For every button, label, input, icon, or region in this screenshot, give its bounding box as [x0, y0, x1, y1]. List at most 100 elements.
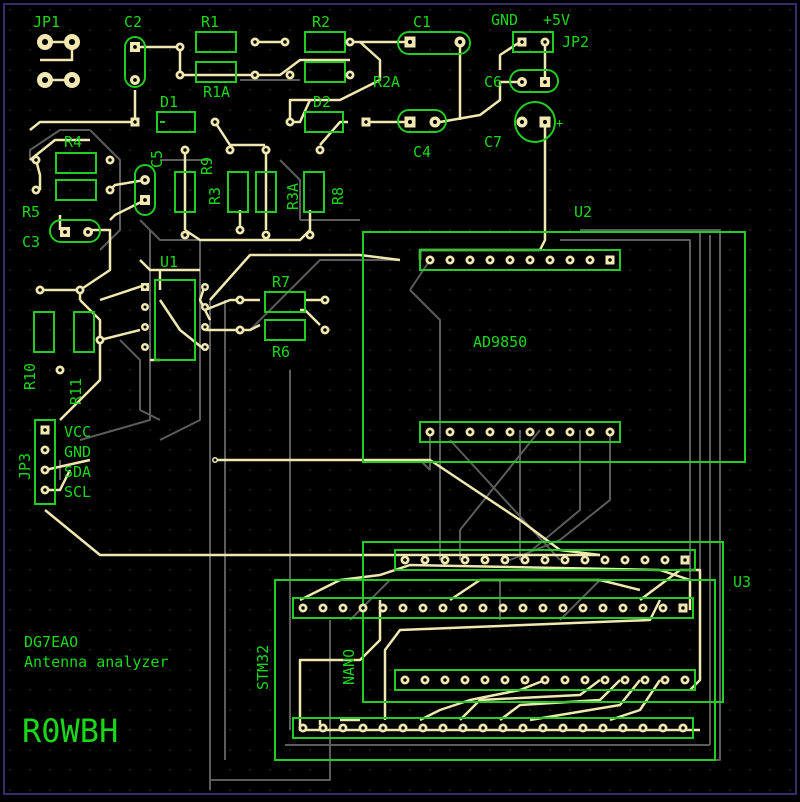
- pad-hole: [108, 158, 112, 162]
- pad-hole: [238, 228, 242, 232]
- pad-hole: [98, 338, 102, 342]
- pad-hole: [583, 558, 587, 562]
- pad-hole: [508, 258, 512, 262]
- pad-hole: [183, 148, 187, 152]
- pad-hole: [681, 726, 685, 730]
- pad-hole: [423, 558, 427, 562]
- pad-hole: [143, 198, 147, 202]
- r5-outline: [55, 179, 97, 201]
- pad-hole: [561, 726, 565, 730]
- pad-hole: [203, 305, 207, 309]
- pad-hole: [623, 678, 627, 682]
- pad-hole: [143, 325, 147, 329]
- pad-hole: [341, 726, 345, 730]
- r2-outline: [304, 31, 346, 53]
- pad-hole: [43, 488, 47, 492]
- c5-outline: [134, 164, 156, 216]
- c3-outline: [49, 219, 101, 243]
- label-r1a: R1A: [203, 83, 230, 101]
- stm32-header-bottom-outline: [292, 717, 694, 739]
- pad-hole: [641, 606, 645, 610]
- label-r6: R6: [272, 343, 290, 361]
- label-c6: C6: [484, 73, 502, 91]
- pad-hole: [407, 39, 413, 45]
- c6-outline: [509, 69, 559, 93]
- pad-hole: [58, 368, 62, 372]
- pad-hole: [521, 606, 525, 610]
- pad-hole: [228, 148, 232, 152]
- pad-hole: [178, 73, 182, 77]
- pad-hole: [528, 430, 532, 434]
- pad-hole: [488, 430, 492, 434]
- r1a-outline: [195, 61, 237, 83]
- u3-header-bottom-outline: [394, 669, 696, 691]
- label-jp3: JP3: [16, 453, 34, 480]
- pad-hole: [143, 305, 147, 309]
- pad-hole: [568, 258, 572, 262]
- pad-hole: [603, 558, 607, 562]
- label-c1: C1: [413, 13, 431, 31]
- pad-hole: [238, 328, 242, 332]
- pad-hole: [501, 726, 505, 730]
- pad-hole: [253, 73, 257, 77]
- pad-hole: [68, 76, 76, 84]
- stm32-header-top-outline: [292, 597, 694, 619]
- pad-hole: [301, 606, 305, 610]
- ad9850-header-bottom-outline: [419, 421, 621, 443]
- pad-hole: [34, 158, 38, 162]
- pad-hole: [623, 558, 627, 562]
- pad-hole: [441, 606, 445, 610]
- pad-hole: [323, 328, 327, 332]
- pad-hole: [663, 558, 667, 562]
- pad-hole: [601, 726, 605, 730]
- pad-hole: [608, 258, 612, 262]
- label-r7: R7: [272, 273, 290, 291]
- c1-outline: [397, 31, 471, 55]
- pad-hole: [548, 430, 552, 434]
- pad-hole: [463, 678, 467, 682]
- pad-hole: [563, 558, 567, 562]
- label-callsign: R0WBH: [22, 712, 118, 750]
- pad-hole: [608, 430, 612, 434]
- pad-hole: [521, 726, 525, 730]
- label-r10: R10: [21, 363, 39, 390]
- pad-hole: [621, 606, 625, 610]
- label-r8: R8: [329, 187, 347, 205]
- pad-hole: [481, 606, 485, 610]
- pad-hole: [583, 678, 587, 682]
- pad-hole: [43, 468, 47, 472]
- pad-hole: [108, 188, 112, 192]
- pad-hole: [361, 606, 365, 610]
- label-u1: U1: [160, 253, 178, 271]
- pad-hole: [528, 258, 532, 262]
- label-nano: NANO: [340, 649, 358, 685]
- pad-hole: [253, 40, 257, 44]
- r11-outline: [73, 311, 95, 353]
- pad-hole: [483, 558, 487, 562]
- u1-outline: [154, 279, 196, 361]
- pad-hole: [448, 430, 452, 434]
- r3-outline: [227, 171, 249, 213]
- label-c4: C4: [413, 143, 431, 161]
- pad-hole: [143, 285, 147, 289]
- pad-hole: [581, 606, 585, 610]
- pad-hole: [43, 428, 47, 432]
- pad-hole: [641, 726, 645, 730]
- pad-hole: [288, 73, 292, 77]
- pad-hole: [541, 606, 545, 610]
- pad-hole: [288, 120, 292, 124]
- pad-hole: [463, 558, 467, 562]
- pad-hole: [203, 325, 207, 329]
- pad-hole: [643, 558, 647, 562]
- label-c7: C7: [484, 133, 502, 151]
- pad-hole: [481, 726, 485, 730]
- pad-hole: [428, 258, 432, 262]
- pad-hole: [661, 606, 665, 610]
- pad-hole: [543, 80, 547, 84]
- label-jp1: JP1: [33, 13, 60, 31]
- pad-hole: [503, 678, 507, 682]
- pad-hole: [563, 678, 567, 682]
- label-author: DG7EAO: [24, 633, 78, 651]
- pad-hole: [683, 678, 687, 682]
